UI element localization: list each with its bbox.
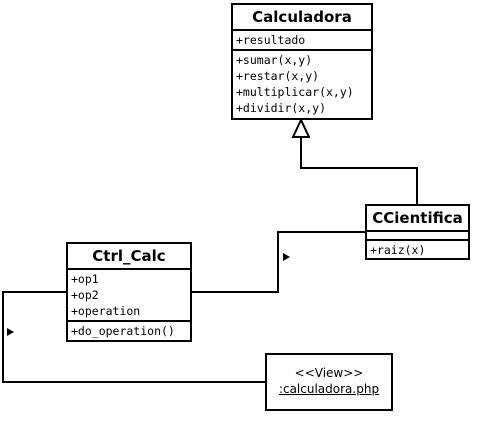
attributes-section: +op1 +op2 +operation — [68, 270, 190, 322]
class-name: Ctrl_Calc — [68, 244, 190, 270]
view-object[interactable]: <<View>> :calculadora.php — [265, 353, 393, 411]
attribute: +operation — [71, 304, 141, 318]
operation: +raiz(x) — [370, 243, 426, 257]
attributes-section — [367, 232, 468, 241]
class-ctrl-calc[interactable]: Ctrl_Calc +op1 +op2 +operation +do_opera… — [66, 242, 192, 342]
view-stereotype: <<View>> — [294, 366, 364, 380]
class-name: Calculadora — [233, 5, 371, 31]
operations-section: +do_operation() — [68, 322, 190, 340]
association-ctrl-to-ccientifica — [190, 231, 365, 293]
association-view-to-ctrl — [2, 291, 265, 383]
operation: +multiplicar(x,y) — [236, 85, 354, 99]
view-name: :calculadora.php — [278, 382, 380, 396]
generalization-line — [300, 137, 418, 204]
generalization-arrowhead — [291, 117, 311, 138]
operation: +dividir(x,y) — [236, 101, 327, 115]
operation: +restar(x,y) — [236, 69, 320, 83]
operations-section: +raiz(x) — [367, 241, 468, 259]
operations-section: +sumar(x,y) +restar(x,y) +multiplicar(x,… — [233, 51, 371, 117]
attribute: +op1 — [71, 272, 99, 286]
class-ccientifica[interactable]: CCientifica +raiz(x) — [365, 204, 470, 260]
attribute: +resultado — [236, 33, 306, 47]
class-name: CCientifica — [367, 206, 468, 232]
class-calculadora[interactable]: Calculadora +resultado +sumar(x,y) +rest… — [231, 3, 373, 120]
navigability-arrow-right-2 — [7, 328, 14, 336]
attribute: +op2 — [71, 288, 99, 302]
operation: +sumar(x,y) — [236, 53, 313, 67]
attributes-section: +resultado — [233, 31, 371, 51]
operation: +do_operation() — [71, 324, 175, 338]
navigability-arrow-right — [283, 253, 290, 261]
